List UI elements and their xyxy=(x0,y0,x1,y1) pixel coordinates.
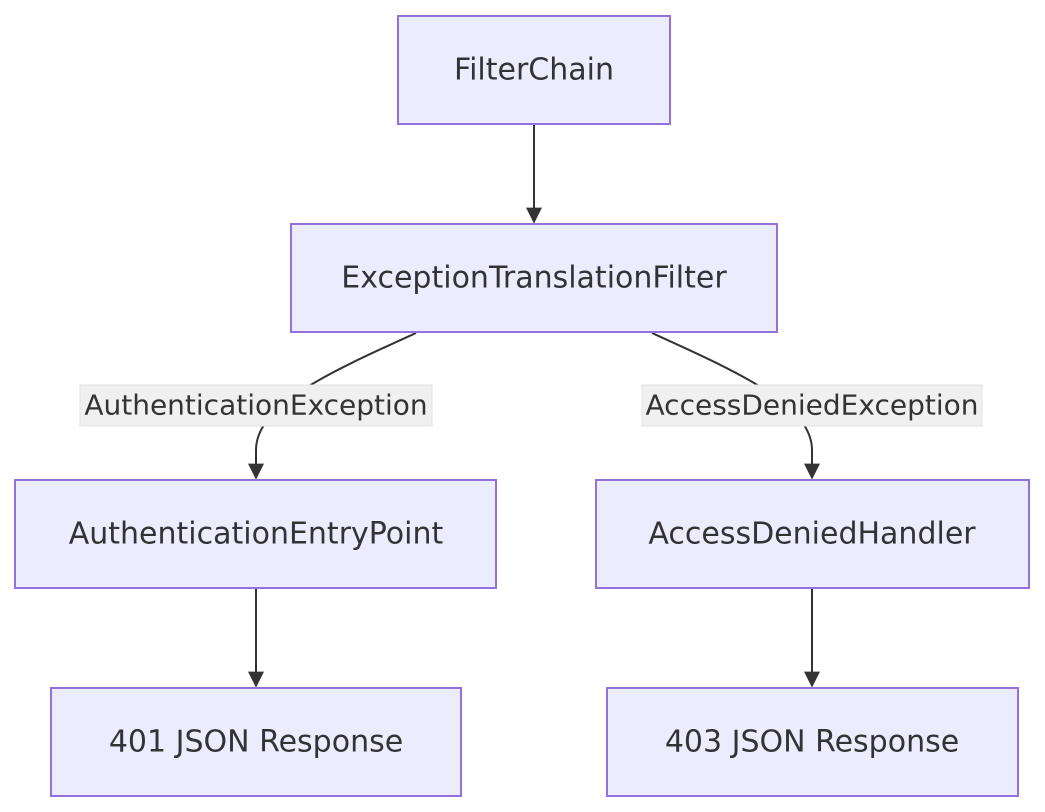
edge-label-text: AuthenticationException xyxy=(84,389,427,422)
node-filter-chain: FilterChain xyxy=(397,15,671,125)
node-label: AuthenticationEntryPoint xyxy=(69,517,444,552)
node-401-json-response: 401 JSON Response xyxy=(50,687,462,797)
node-label: AccessDeniedHandler xyxy=(648,517,976,552)
edge-label-text: AccessDeniedException xyxy=(646,389,979,422)
node-403-json-response: 403 JSON Response xyxy=(606,687,1019,797)
edge-label-authentication-exception: AuthenticationException xyxy=(79,384,433,427)
node-label: ExceptionTranslationFilter xyxy=(341,261,727,296)
edge-label-access-denied-exception: AccessDeniedException xyxy=(641,384,983,427)
node-label: 401 JSON Response xyxy=(109,725,403,760)
node-label: FilterChain xyxy=(454,53,614,88)
node-label: 403 JSON Response xyxy=(665,725,959,760)
node-access-denied-handler: AccessDeniedHandler xyxy=(595,479,1030,589)
node-exception-translation-filter: ExceptionTranslationFilter xyxy=(290,223,778,333)
node-authentication-entry-point: AuthenticationEntryPoint xyxy=(14,479,497,589)
